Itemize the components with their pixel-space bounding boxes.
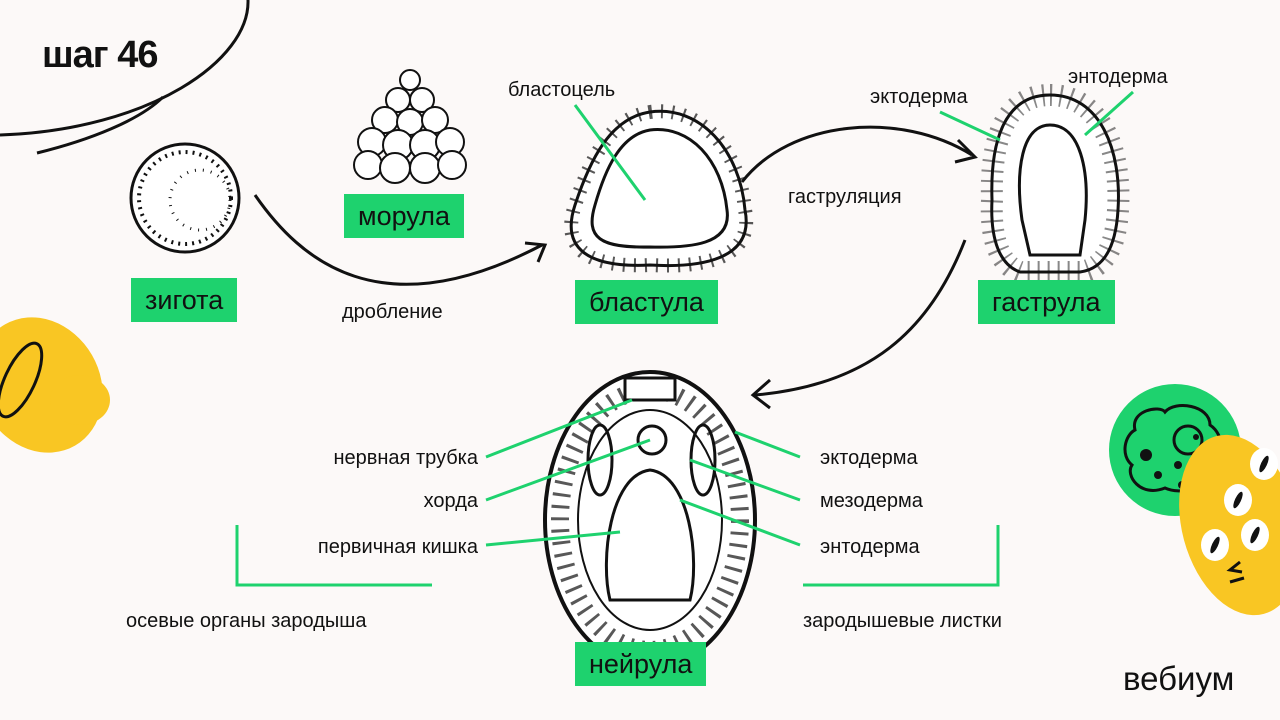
label-neurula-ectoderm: эктодерма bbox=[820, 447, 918, 469]
decor-arc bbox=[0, 0, 250, 137]
label-primary-gut: первичная кишка bbox=[317, 536, 478, 558]
label-blastocoel: бластоцель bbox=[508, 79, 616, 101]
process-cleavage: дробление bbox=[342, 301, 443, 323]
arrow-gastrulation bbox=[740, 125, 978, 183]
stage-label-zygote: зигота bbox=[131, 278, 238, 322]
yellow-blob-left-icon bbox=[0, 317, 110, 453]
arrow-cleavage bbox=[253, 194, 548, 286]
arrow-to-neurula bbox=[750, 239, 967, 410]
label-neurula-endoderm: энтодерма bbox=[820, 536, 920, 558]
morula-drawing bbox=[353, 69, 467, 184]
label-axial-organs: осевые органы зародыша bbox=[126, 610, 367, 632]
pointer-gastrula-endoderm bbox=[1083, 90, 1135, 137]
stage-label-morula: морула bbox=[344, 194, 464, 238]
pointer-primary-gut bbox=[485, 530, 621, 547]
brand-logo: вебиум bbox=[1123, 660, 1235, 697]
neurula-drawing bbox=[543, 370, 757, 670]
pointer-neurula-mesoderm bbox=[689, 458, 801, 502]
bracket-germ-layers bbox=[803, 525, 1000, 587]
pointer-neurula-ectoderm bbox=[734, 430, 801, 459]
label-germ-layers: зародышевые листки bbox=[803, 610, 1002, 632]
label-gastrula-ectoderm: эктодерма bbox=[870, 86, 968, 108]
label-neural-tube: нервная трубка bbox=[333, 447, 478, 469]
stage-label-blastula: бластула bbox=[575, 280, 718, 324]
zygote-drawing bbox=[129, 142, 241, 254]
stage-label-gastrula: гаструла bbox=[978, 280, 1115, 324]
blastula-drawing bbox=[564, 104, 754, 273]
page-title: шаг 46 bbox=[42, 34, 158, 76]
label-gastrula-endoderm: энтодерма bbox=[1068, 66, 1168, 88]
decor-arc bbox=[36, 95, 165, 155]
label-notochord: хорда bbox=[423, 490, 478, 512]
process-gastrulation: гаструляция bbox=[788, 186, 902, 208]
pointer-blastocoel bbox=[573, 104, 647, 201]
stage-label-neurula: нейрула bbox=[575, 642, 707, 686]
label-neurula-mesoderm: мезодерма bbox=[820, 490, 923, 512]
pointer-neurula-endoderm bbox=[679, 498, 801, 547]
pointer-notochord bbox=[485, 438, 651, 502]
gastrula-drawing bbox=[980, 83, 1130, 283]
pointer-neural-tube bbox=[485, 398, 633, 459]
yellow-face-icon bbox=[1179, 434, 1280, 616]
pointer-gastrula-ectoderm bbox=[939, 110, 1001, 142]
bracket-axial-organs bbox=[235, 525, 432, 587]
